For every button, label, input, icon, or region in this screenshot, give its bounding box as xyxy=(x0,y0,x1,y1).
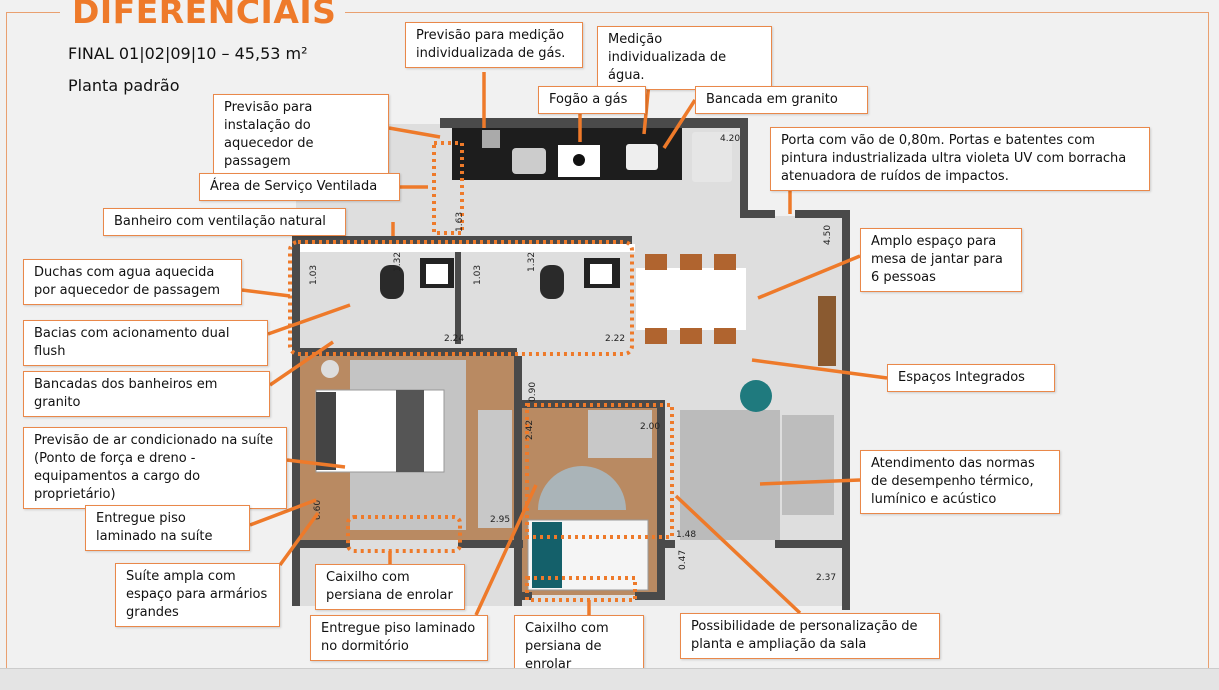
callout-gas-metering: Previsão para medição individualizada de… xyxy=(405,22,583,68)
lamp xyxy=(321,360,339,378)
callout-air-conditioning: Previsão de ar condicionado na suíte (Po… xyxy=(23,427,287,509)
title-gap xyxy=(60,4,345,18)
callout-service-area: Área de Serviço Ventilada xyxy=(199,173,400,201)
callout-bath-counters: Bancadas dos banheiros em granito xyxy=(23,371,270,417)
sofa xyxy=(782,415,834,515)
highlight-outlines xyxy=(288,141,674,602)
callout-gas-stove: Fogão a gás xyxy=(538,86,646,114)
callout-dining-space: Amplo espaço para mesa de jantar para 6 … xyxy=(860,228,1022,292)
callout-door: Porta com vão de 0,80m. Portas e batente… xyxy=(770,127,1150,191)
svg-text:1.63: 1.63 xyxy=(455,212,465,232)
unit-subtitle: FINAL 01|02|09|10 – 45,53 m² xyxy=(68,44,308,63)
bath-sink-2 xyxy=(590,264,612,284)
callout-bathroom-ventilation: Banheiro com ventilação natural xyxy=(103,208,346,236)
svg-text:2.95: 2.95 xyxy=(490,515,510,525)
svg-text:1.03: 1.03 xyxy=(309,265,319,285)
callout-water-metering: Medição individualizada de água. xyxy=(597,26,772,90)
sink xyxy=(512,148,546,174)
svg-text:0.90: 0.90 xyxy=(528,382,538,402)
gas-meter xyxy=(482,130,500,148)
callout-suite-window: Caixilho com persiana de enrolar xyxy=(315,564,465,610)
sideboard xyxy=(818,296,836,366)
svg-text:1.03: 1.03 xyxy=(473,265,483,285)
svg-text:4.50: 4.50 xyxy=(823,225,833,245)
fridge xyxy=(692,132,732,182)
callout-showers: Duchas com agua aquecida por aquecedor d… xyxy=(23,259,242,305)
svg-text:0.60: 0.60 xyxy=(313,500,323,520)
callout-integrated-spaces: Espaços Integrados xyxy=(887,364,1055,392)
callout-suite-laminate: Entregue piso laminado na suíte xyxy=(85,505,250,551)
toilet-1 xyxy=(380,265,404,299)
toilet-2 xyxy=(540,265,564,299)
callout-large-suite: Suíte ampla com espaço para armários gra… xyxy=(115,563,280,627)
svg-text:2.22: 2.22 xyxy=(605,334,625,344)
callout-dual-flush: Bacias com acionamento dual flush xyxy=(23,320,268,366)
callout-bedroom-laminate: Entregue piso laminado no dormitório xyxy=(310,615,488,661)
svg-text:0.47: 0.47 xyxy=(678,550,688,570)
plan-type: Planta padrão xyxy=(68,76,180,95)
bath-sink-1 xyxy=(426,264,448,284)
callout-water-heater: Previsão para instalação do aquecedor de… xyxy=(213,94,389,176)
living-rug xyxy=(680,410,780,540)
svg-text:2.00: 2.00 xyxy=(640,422,660,432)
callout-arrows xyxy=(241,71,888,616)
svg-text:1.32: 1.32 xyxy=(393,252,403,272)
counter-sink xyxy=(626,144,658,170)
page-title: DIFERENCIAIS xyxy=(72,0,337,31)
frame xyxy=(6,12,1209,668)
svg-text:1.48: 1.48 xyxy=(676,530,696,540)
callout-customization: Possibilidade de personalização de plant… xyxy=(680,613,940,659)
bottom-bar xyxy=(0,668,1219,690)
callout-granite-counter: Bancada em granito xyxy=(695,86,868,114)
callout-performance-standards: Atendimento das normas de desempenho tér… xyxy=(860,450,1060,514)
round-rug xyxy=(538,466,626,510)
svg-text:4.20: 4.20 xyxy=(720,134,740,144)
svg-text:2.42: 2.42 xyxy=(525,420,535,440)
dining-table xyxy=(636,268,746,330)
svg-text:2.24: 2.24 xyxy=(444,334,464,344)
bedroom-wardrobe xyxy=(588,410,652,458)
armchair xyxy=(740,380,772,412)
svg-text:2.37: 2.37 xyxy=(816,573,836,583)
svg-text:1.32: 1.32 xyxy=(527,252,537,272)
wardrobe xyxy=(478,410,512,528)
